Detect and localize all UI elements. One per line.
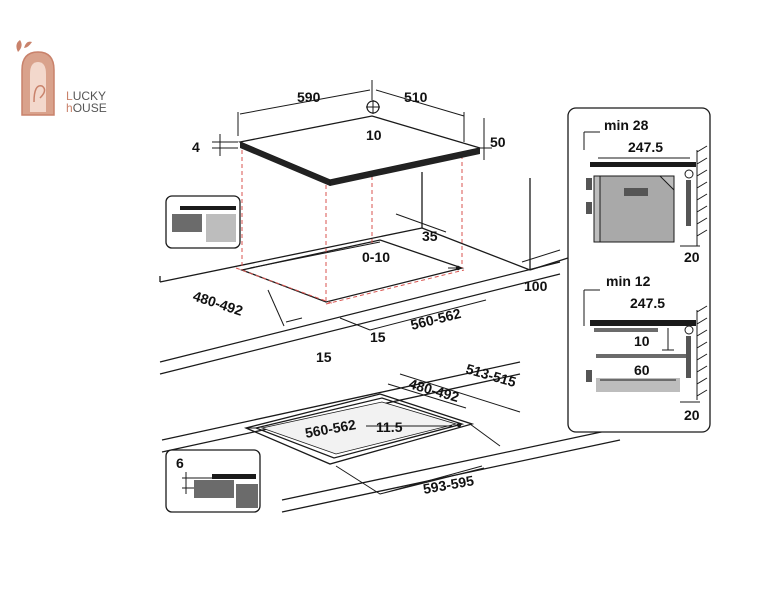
drawer-gap: 247.5 [630, 295, 665, 311]
dim-flush-outer-width: 593-595 [422, 472, 476, 497]
oven-wall-gap: 20 [684, 249, 700, 265]
lucky-house-logo: LUCKY hOUSE [16, 40, 107, 116]
dim-flush-rebate: 11.5 [376, 419, 403, 435]
dim-flush-outer-depth: 513-515 [464, 361, 518, 391]
top-hob-diagram: 590 510 10 4 50 35 0-10 100 480-492 560-… [159, 80, 569, 375]
dim-cutout-depth: 480-492 [191, 288, 245, 319]
dim-side-gap-b: 15 [370, 329, 386, 345]
logo-word-ucky: UCKY [73, 89, 106, 103]
dim-thickness: 4 [192, 139, 200, 155]
dim-front-gap: 0-10 [362, 249, 390, 265]
surface-mount-detail [165, 195, 241, 249]
drawer-section: min 12 247.5 10 60 20 [583, 273, 708, 423]
logo-word-ouse: OUSE [73, 101, 107, 115]
dim-width: 590 [297, 89, 321, 105]
dim-total-height: 50 [490, 134, 506, 150]
dim-depth: 510 [404, 89, 428, 105]
oven-section: min 28 247.5 20 [583, 117, 708, 265]
drawer-wall-gap: 20 [684, 407, 700, 423]
svg-text:LUCKY: LUCKY [66, 89, 106, 103]
dim-rebate-depth: 6 [176, 455, 184, 471]
side-section-panel: min 28 247.5 20 min 12 247.5 10 [567, 107, 711, 433]
dim-center-mark: 10 [366, 127, 382, 143]
oven-gap: 247.5 [628, 139, 663, 155]
oven-min-clearance: min 28 [604, 117, 649, 133]
drawer-min-clearance: min 12 [606, 273, 651, 289]
dim-cutout-offset: 35 [422, 228, 438, 244]
dim-side-gap-a: 15 [316, 349, 332, 365]
dim-flush-cutout-depth: 480-492 [407, 376, 461, 406]
svg-text:hOUSE: hOUSE [66, 101, 107, 115]
dim-back-clearance: 100 [524, 278, 548, 294]
drawer-depth: 60 [634, 362, 650, 378]
logo-initial-l: L [66, 89, 73, 103]
drawer-inner-gap: 10 [634, 333, 650, 349]
logo-initial-h: h [66, 101, 73, 115]
flush-rebate-detail: 6 [165, 449, 261, 513]
